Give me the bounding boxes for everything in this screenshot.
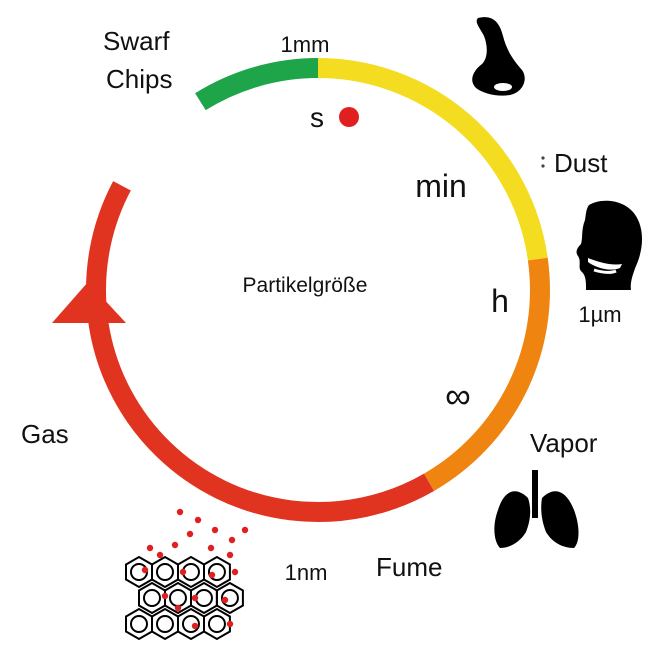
ring-segment-green bbox=[195, 58, 319, 111]
honeycomb-cell bbox=[151, 555, 179, 589]
size-label-1um: 1µm bbox=[578, 302, 621, 327]
honeycomb-cell bbox=[177, 607, 205, 641]
time-label-seconds: s bbox=[310, 102, 324, 133]
nose-icon bbox=[472, 17, 525, 96]
nano-particle-dot bbox=[186, 530, 194, 538]
label-vapor: Vapor bbox=[530, 428, 598, 458]
head-icon bbox=[576, 200, 643, 290]
ring-segment-red bbox=[86, 181, 434, 522]
honeycomb-ring bbox=[168, 589, 187, 607]
nano-particle-dot bbox=[228, 536, 236, 544]
honeycomb-ring bbox=[194, 589, 213, 607]
nano-particle-dot bbox=[161, 592, 169, 600]
nano-particle-dot bbox=[191, 622, 199, 630]
honeycomb-ring bbox=[155, 563, 174, 581]
nano-particle-dot bbox=[211, 526, 219, 534]
nano-particles bbox=[141, 508, 249, 630]
time-label-minutes: min bbox=[415, 168, 467, 204]
size-label-1mm: 1mm bbox=[281, 32, 330, 57]
honeycomb-ring bbox=[207, 615, 226, 633]
label-gas: Gas bbox=[21, 419, 69, 449]
label-chips: Chips bbox=[106, 64, 172, 94]
honeycomb-cell bbox=[151, 607, 179, 641]
nanostructure-icon bbox=[125, 555, 244, 641]
honeycomb-cell bbox=[215, 581, 244, 615]
honeycomb-cell bbox=[125, 555, 153, 589]
nano-particle-dot bbox=[226, 551, 234, 559]
nano-particle-dot bbox=[179, 568, 187, 576]
red-dot bbox=[339, 107, 359, 127]
honeycomb-ring bbox=[220, 589, 239, 607]
center-label: Partikelgröße bbox=[243, 274, 368, 297]
nano-particle-dot bbox=[156, 551, 164, 559]
size-ring bbox=[86, 58, 550, 522]
nano-particle-dot bbox=[141, 566, 149, 574]
nano-particle-dot bbox=[221, 596, 229, 604]
nano-particle-dot bbox=[207, 544, 215, 552]
honeycomb-cell bbox=[125, 607, 153, 641]
arrow-head bbox=[52, 282, 126, 323]
label-fume: Fume bbox=[376, 552, 442, 582]
label-swarf: Swarf bbox=[103, 26, 170, 56]
label-dust: Dust bbox=[554, 148, 608, 178]
honeycomb-cell bbox=[203, 607, 231, 641]
ring-segment-yellow bbox=[317, 58, 548, 261]
honeycomb-ring bbox=[207, 563, 226, 581]
nano-particle-dot bbox=[231, 568, 239, 576]
honeycomb-cell bbox=[138, 581, 166, 615]
nano-particle-dot bbox=[171, 541, 179, 549]
lungs-icon bbox=[494, 470, 579, 548]
nano-particle-dot bbox=[226, 620, 234, 628]
honeycomb-ring bbox=[130, 615, 148, 633]
honeycomb-ring bbox=[181, 615, 200, 633]
ring-segment-orange bbox=[423, 257, 550, 491]
time-label-hours: h bbox=[491, 283, 509, 319]
size-label-1nm: 1nm bbox=[285, 560, 328, 585]
honeycomb-ring bbox=[155, 615, 174, 633]
honeycomb-ring bbox=[142, 589, 161, 607]
nano-particle-dot bbox=[174, 604, 182, 612]
nano-particle-dot bbox=[194, 516, 202, 524]
time-label-infinity: ∞ bbox=[445, 375, 471, 416]
nano-particle-dot bbox=[176, 508, 184, 516]
nano-particle-dot bbox=[241, 526, 249, 534]
nano-particle-dot bbox=[146, 544, 154, 552]
nano-particle-dot bbox=[191, 594, 199, 602]
dust-marker bbox=[541, 156, 545, 168]
nano-particle-dot bbox=[208, 571, 216, 579]
honeycomb-cell bbox=[203, 555, 231, 589]
